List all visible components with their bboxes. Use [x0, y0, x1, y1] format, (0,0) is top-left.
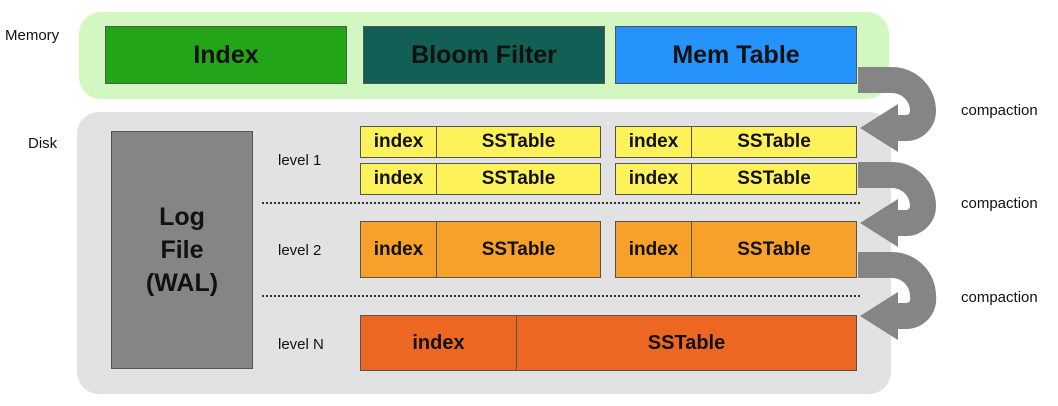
bloom-filter-box: Bloom Filter: [363, 26, 605, 84]
sstable-index: index: [361, 222, 437, 277]
level-1-label: level 1: [278, 152, 322, 169]
sstable-label: SSTable: [481, 238, 556, 260]
sstable-label: SSTable: [737, 238, 811, 260]
log-file-box: Log File (WAL): [111, 131, 253, 369]
compaction-arrowhead-2-icon: [860, 199, 898, 247]
compaction-label-1: compaction: [961, 102, 1038, 119]
log-file-line3: (WAL): [145, 268, 219, 297]
compaction-arrow-1-icon: [858, 67, 936, 141]
sstable-label: SSTable: [481, 131, 556, 152]
level1-sstable: index SSTable: [615, 126, 857, 158]
level-2-label: level 2: [278, 242, 322, 259]
compaction-arrow-2-icon: [858, 162, 936, 236]
compaction-arrowhead-3-icon: [860, 292, 898, 340]
log-file-line1: Log: [159, 202, 205, 231]
sstable-index: index: [361, 127, 437, 157]
sstable-index: index: [616, 222, 692, 277]
mem-table-box: Mem Table: [615, 26, 857, 84]
level2-sstable: index SSTable: [360, 221, 601, 278]
compaction-label-3: compaction: [961, 289, 1038, 306]
memory-label: Memory: [5, 27, 60, 44]
level1-sstable: index SSTable: [360, 163, 601, 195]
sstable-index: index: [616, 127, 692, 157]
level1-sstable: index SSTable: [615, 163, 857, 195]
level-divider: [262, 295, 860, 297]
disk-label: Disk: [28, 135, 58, 152]
sstable-label: SSTable: [647, 331, 726, 354]
sstable-index: index: [361, 316, 517, 370]
compaction-arrow-3-icon: [858, 252, 937, 329]
sstable-label: SSTable: [481, 168, 556, 189]
compaction-label-2: compaction: [961, 195, 1038, 212]
level-n-label: level N: [278, 336, 324, 353]
index-box-label: Index: [193, 40, 259, 69]
log-file-line2: File: [160, 235, 204, 264]
mem-table-label: Mem Table: [672, 40, 800, 69]
level2-sstable: index SSTable: [615, 221, 857, 278]
sstable-index: index: [361, 164, 437, 194]
sstable-label: SSTable: [737, 131, 811, 152]
level-divider: [262, 202, 860, 204]
sstable-label: SSTable: [737, 168, 811, 189]
index-box: Index: [105, 26, 347, 84]
bloom-filter-label: Bloom Filter: [411, 40, 557, 69]
compaction-arrowhead-1-icon: [860, 104, 898, 152]
sstable-index: index: [616, 164, 692, 194]
levelN-sstable: index SSTable: [360, 315, 857, 371]
level1-sstable: index SSTable: [360, 126, 601, 158]
